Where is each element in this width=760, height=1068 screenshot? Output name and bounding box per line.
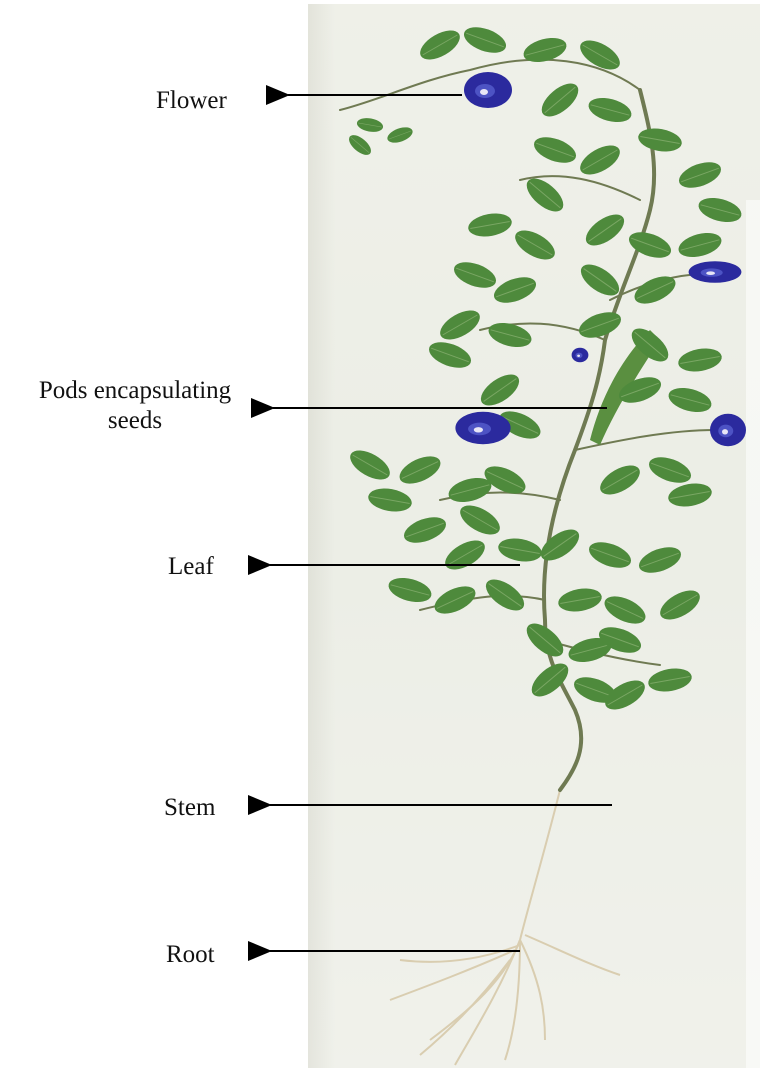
plant-photo <box>308 4 760 1068</box>
label-leaf: Leaf <box>168 552 214 582</box>
label-pods-line2: seeds <box>10 406 260 436</box>
label-stem: Stem <box>164 793 215 823</box>
label-pods-line1: Pods encapsulating <box>10 376 260 406</box>
label-root: Root <box>166 940 215 970</box>
label-pods: Pods encapsulating seeds <box>10 376 260 436</box>
label-flower: Flower <box>156 86 227 116</box>
